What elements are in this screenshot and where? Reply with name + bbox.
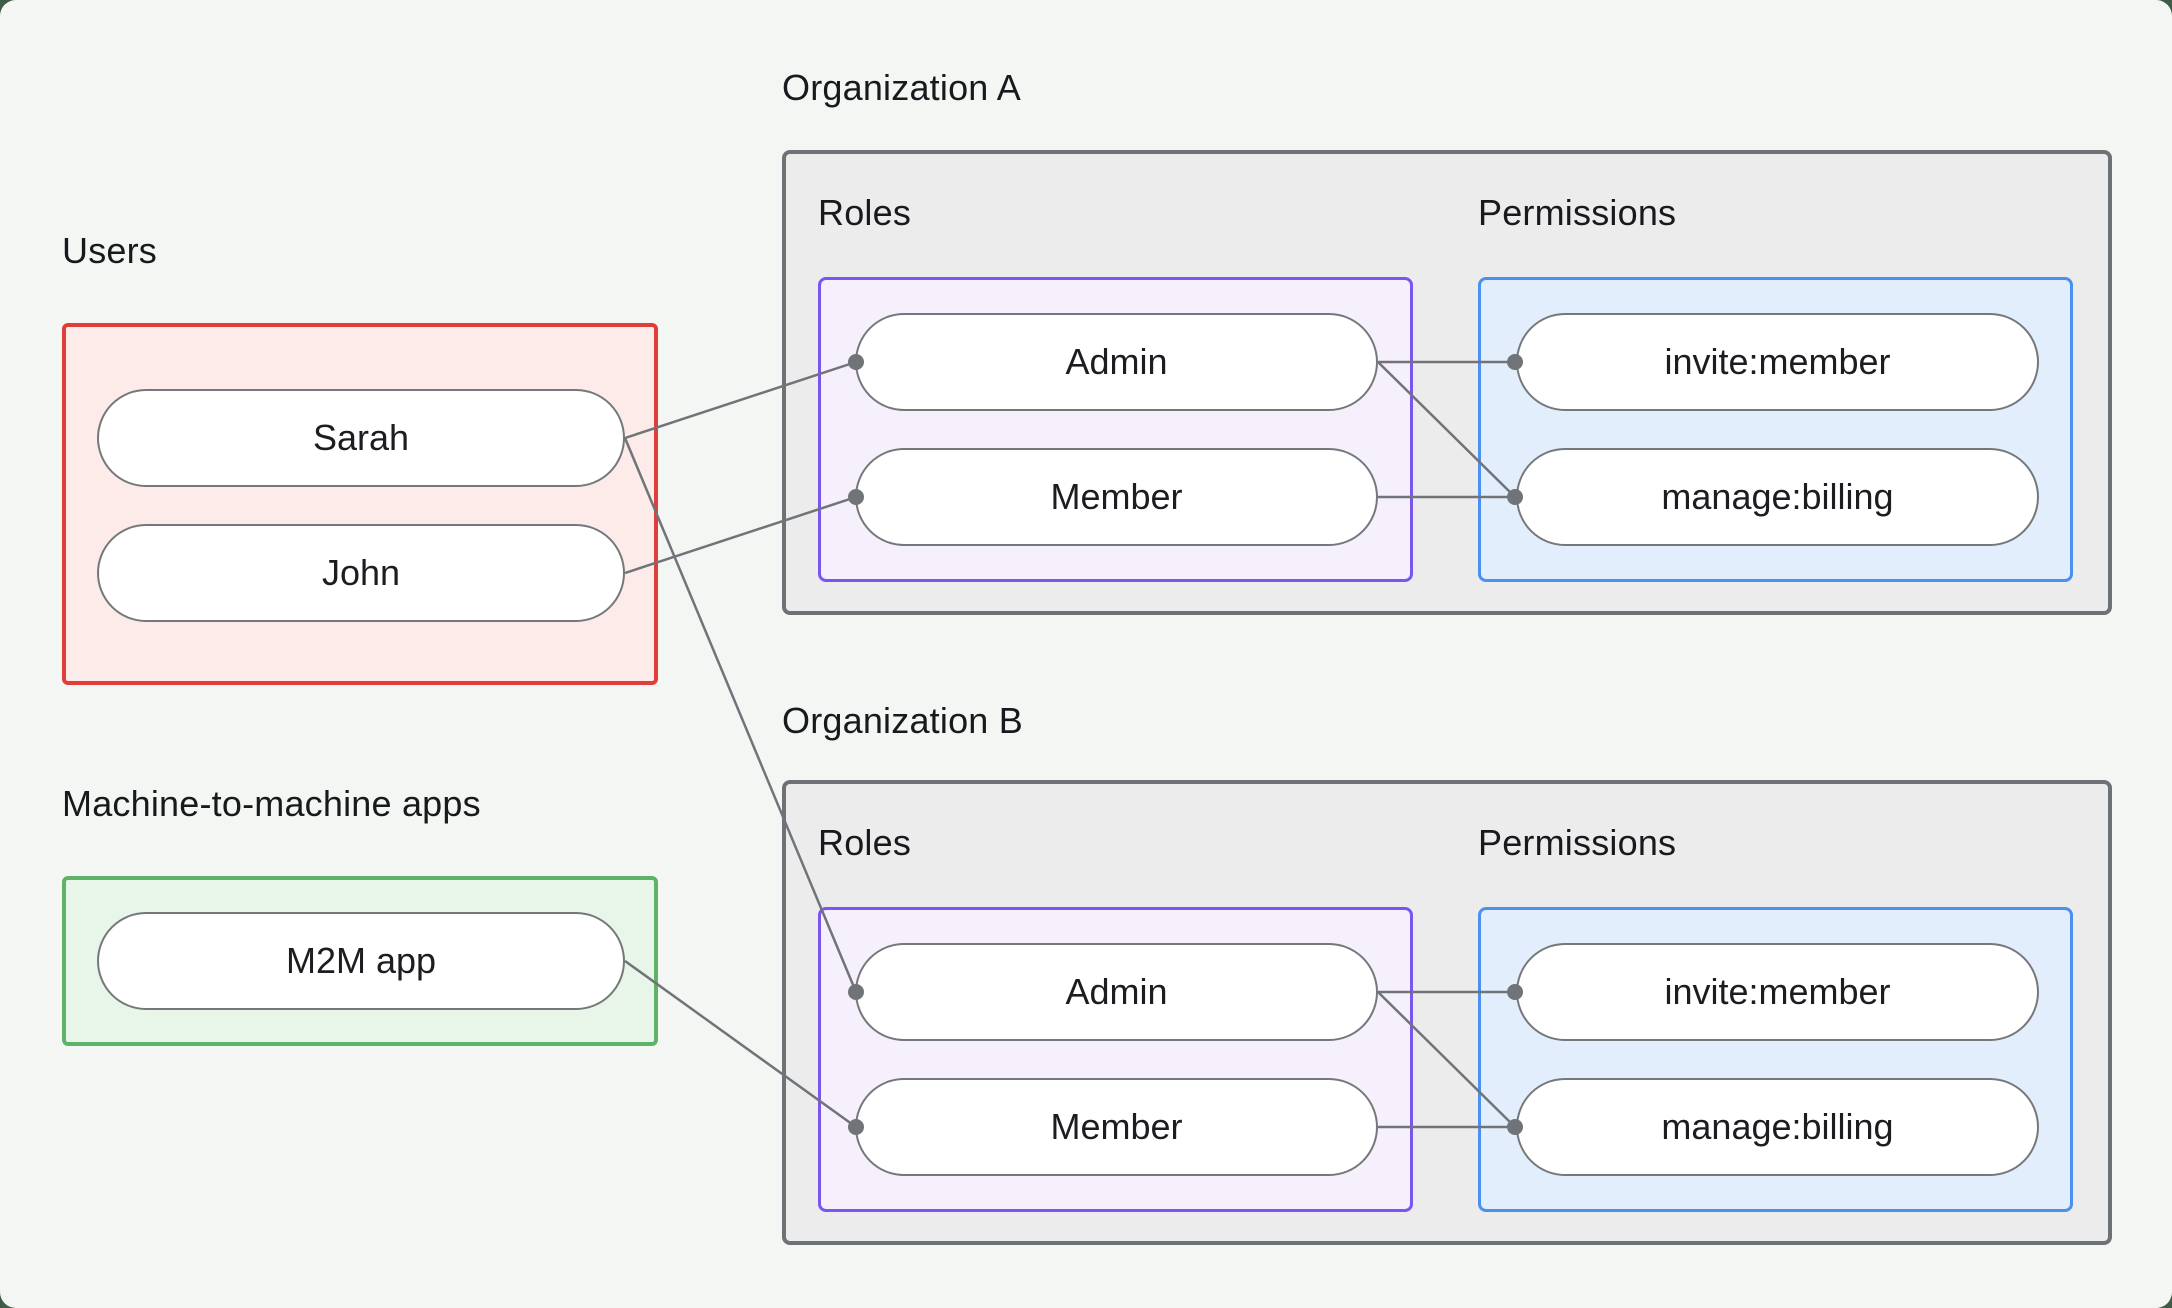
- users-group-box: [62, 323, 658, 685]
- users-label: Users: [62, 230, 158, 271]
- org-b-role-node-admin: Admin: [855, 943, 1378, 1041]
- org-a-roles-label: Roles: [818, 192, 912, 233]
- org-b-permission-node-invite-member: invite:member: [1516, 943, 2039, 1041]
- org-a-permission-node-manage-billing: manage:billing: [1516, 448, 2039, 546]
- org-a-role-node-admin: Admin: [855, 313, 1378, 411]
- org-b-permission-node-manage-billing: manage:billing: [1516, 1078, 2039, 1176]
- m2m-node: M2M app: [97, 912, 625, 1010]
- org-b-role-node-member: Member: [855, 1078, 1378, 1176]
- org-a-title: Organization A: [782, 67, 1021, 108]
- org-a-role-node-member: Member: [855, 448, 1378, 546]
- m2m-label: Machine-to-machine apps: [62, 783, 481, 824]
- org-b-permissions-label: Permissions: [1478, 822, 1677, 863]
- org-b-roles-label: Roles: [818, 822, 912, 863]
- user-node-john: John: [97, 524, 625, 622]
- user-node-sarah: Sarah: [97, 389, 625, 487]
- org-a-permissions-label: Permissions: [1478, 192, 1677, 233]
- org-b-title: Organization B: [782, 700, 1023, 741]
- org-a-permission-node-invite-member: invite:member: [1516, 313, 2039, 411]
